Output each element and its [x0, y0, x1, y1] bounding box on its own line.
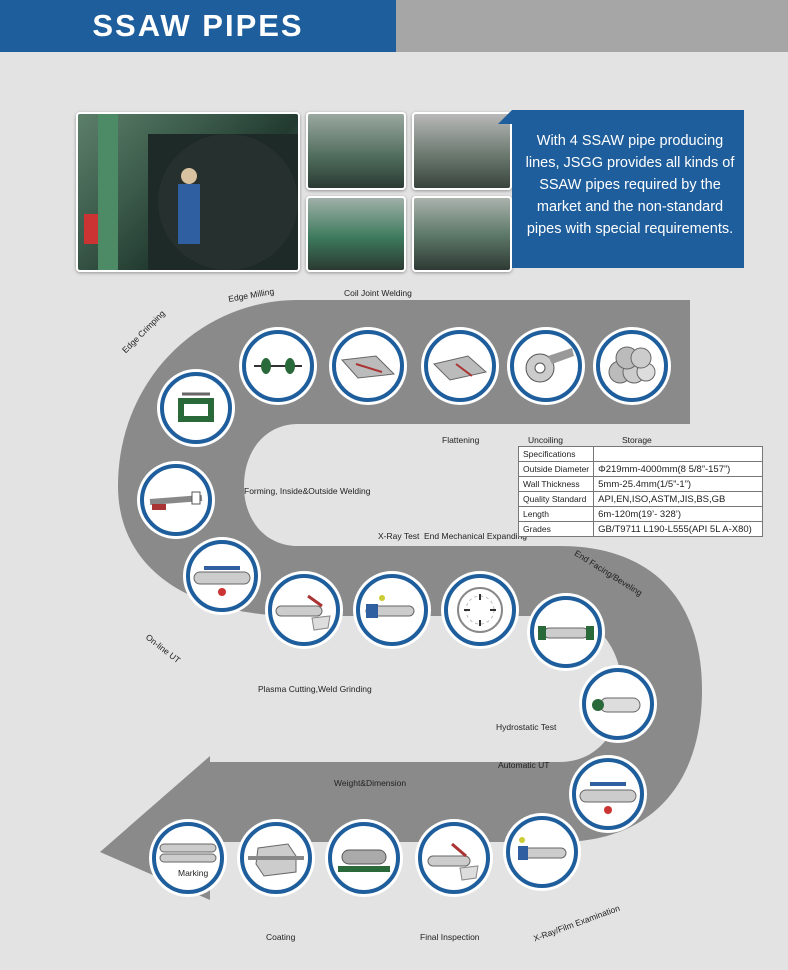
ut-pipe-icon — [193, 566, 251, 596]
intro-text: With 4 SSAW pipe producing lines, JSGG p… — [525, 133, 735, 237]
step-end-expanding — [444, 574, 516, 646]
label-final-inspection: Final Inspection — [420, 932, 480, 942]
step-plasma-cutting — [268, 574, 340, 646]
intro-box: With 4 SSAW pipe producing lines, JSGG p… — [498, 110, 744, 268]
crimping-icon — [178, 392, 214, 422]
label-storage: Storage — [622, 435, 652, 445]
label-automatic-ut: Automatic UT — [498, 760, 550, 770]
factory-photo-line-3 — [306, 196, 406, 272]
uncoiler-icon — [525, 348, 574, 383]
factory-photo-worker — [76, 112, 300, 272]
expanding-icon — [457, 587, 503, 633]
label-coating: Coating — [266, 932, 296, 942]
step-storage — [596, 330, 668, 402]
milling-icon — [254, 358, 302, 374]
auto-ut-icon — [579, 782, 637, 814]
step-weight-dimension — [328, 822, 400, 894]
inspection-icon — [427, 842, 479, 881]
step-online-ut — [186, 540, 258, 612]
factory-photo-line-2 — [412, 112, 512, 190]
hydrostatic-icon — [592, 697, 641, 713]
step-coating — [240, 822, 312, 894]
step-final-inspection — [418, 822, 490, 894]
xray-film-icon — [518, 837, 567, 860]
step-forming — [140, 464, 212, 536]
label-xray-test: X-Ray Test — [378, 531, 420, 541]
label-forming: Forming, Inside&Outside Welding — [244, 486, 371, 496]
factory-photo-line-1 — [306, 112, 406, 190]
forming-icon — [149, 491, 203, 510]
step-hydrostatic — [582, 668, 654, 740]
spec-header: Specifications — [517, 446, 595, 462]
welding-plate-icon — [340, 355, 396, 379]
weighing-icon — [338, 849, 390, 872]
label-weight-dimension: Weight&Dimension — [334, 778, 407, 788]
label-plasma-cutting: Plasma Cutting,Weld Grinding — [258, 684, 372, 694]
step-coil-joint-welding — [332, 330, 404, 402]
step-xray-film — [506, 816, 578, 888]
worker-photo-icon — [84, 114, 298, 270]
facing-icon — [538, 626, 594, 640]
label-marking: Marking — [178, 868, 209, 878]
step-edge-milling — [242, 330, 314, 402]
coating-icon — [248, 843, 304, 877]
plasma-cutting-icon — [275, 594, 331, 631]
step-automatic-ut — [572, 758, 644, 830]
label-uncoiling: Uncoiling — [528, 435, 563, 445]
header-bar-grey — [396, 0, 788, 52]
step-edge-crimping — [160, 372, 232, 444]
label-coil-joint-welding: Coil Joint Welding — [344, 288, 412, 298]
header-bar — [0, 0, 396, 52]
xray-icon — [365, 595, 415, 618]
flattening-icon — [433, 355, 488, 381]
step-end-facing — [530, 596, 602, 668]
marked-pipes-icon — [159, 843, 217, 863]
step-xray-test — [356, 574, 428, 646]
coils-icon — [608, 346, 656, 384]
label-hydrostatic: Hydrostatic Test — [496, 722, 557, 732]
page-title: SSAW PIPES — [92, 8, 304, 43]
label-flattening: Flattening — [442, 435, 480, 445]
factory-photo-line-4 — [412, 196, 512, 272]
step-uncoiling — [510, 330, 582, 402]
label-end-expanding: End Mechanical Expanding — [424, 531, 528, 541]
step-marking: Marking — [152, 822, 224, 894]
table-row: Specifications — [517, 446, 764, 462]
step-flattening — [424, 330, 496, 402]
